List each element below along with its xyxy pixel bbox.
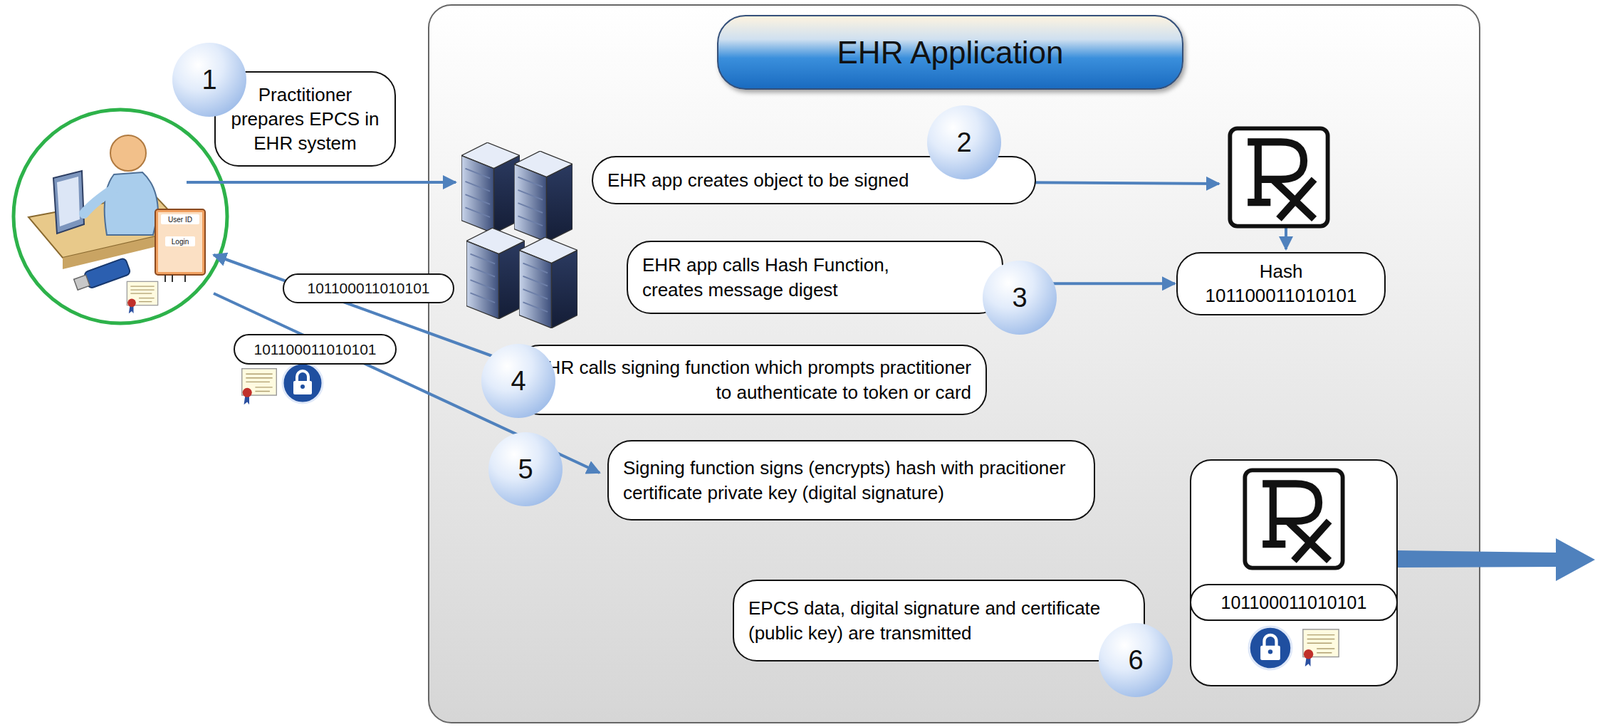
step-box: Signing function signs (encrypts) hash w… [607, 440, 1096, 521]
callout-number: 2 [927, 105, 1002, 180]
step-box: EHR app calls Hash Function, creates mes… [626, 240, 1004, 315]
step-box: EHR calls signing function which prompts… [515, 344, 987, 416]
login-field: User ID [160, 214, 200, 225]
box-text: EHR calls signing function which prompts… [531, 355, 972, 405]
callout-number: 6 [1098, 623, 1173, 698]
certificate-icon [242, 368, 277, 405]
hash-value: 101100011010101 [282, 273, 455, 304]
callout-number: 5 [488, 432, 563, 507]
box-text: EHR app calls Hash Function, creates mes… [642, 252, 955, 302]
application-panel [428, 4, 1480, 723]
box-text: Practitioner prepares EPCS in EHR system [229, 82, 381, 156]
step-box: EPCS data, digital signature and certifi… [732, 579, 1145, 662]
hash-value: 101100011010101 [233, 333, 397, 365]
hash-box: Hash101100011010101 [1176, 252, 1386, 316]
flow-arrows [186, 182, 1286, 473]
callout-number: 3 [982, 260, 1057, 335]
box-text: EPCS data, digital signature and certifi… [748, 595, 1116, 646]
callout-number: 1 [172, 42, 247, 117]
signed-rx-box: 101100011010101 [1189, 459, 1398, 687]
callout-number: 4 [481, 343, 556, 418]
transmit-arrow [1397, 538, 1596, 582]
box-text: Hash [1191, 259, 1371, 284]
server-icon [461, 142, 578, 329]
box-text: 101100011010101 [1191, 283, 1371, 308]
lock-icon [282, 363, 323, 404]
heading-text: 101100011010101 [1189, 583, 1398, 621]
login-button: Login [165, 236, 196, 247]
heading-text: EHR Application [717, 14, 1184, 90]
practitioner-illustration [13, 109, 228, 324]
rx-symbol [1229, 128, 1328, 226]
box-text: Signing function signs (encrypts) hash w… [623, 455, 1080, 505]
